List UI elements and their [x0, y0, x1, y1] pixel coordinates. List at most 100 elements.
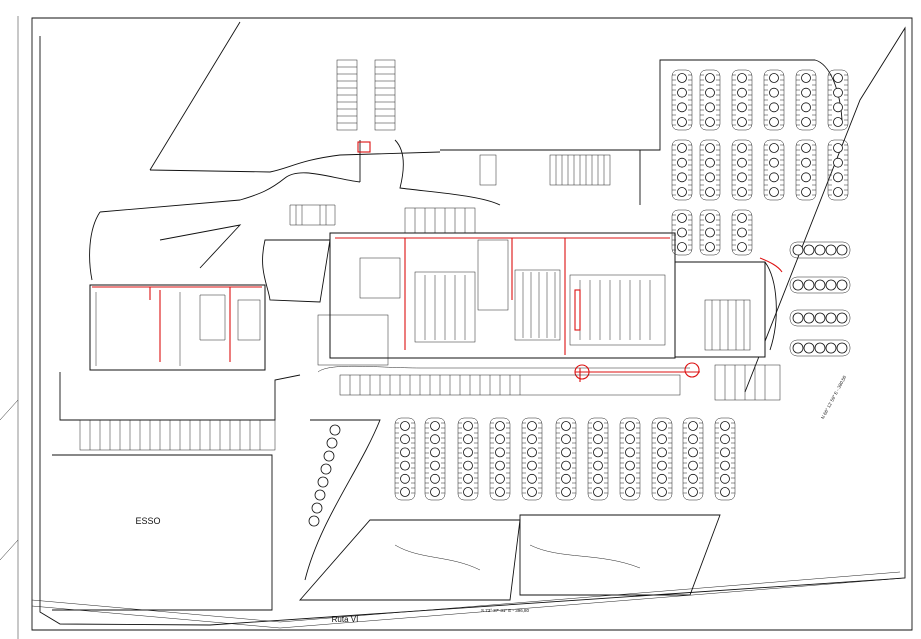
tree-symbol	[814, 342, 826, 354]
tree-symbol	[720, 434, 730, 445]
tree-symbol	[705, 242, 715, 252]
tree-symbol	[801, 172, 811, 183]
parking-row	[555, 417, 577, 501]
parking-row	[489, 417, 511, 501]
tree-symbol	[430, 487, 440, 497]
tree-symbol	[769, 157, 779, 168]
tree-symbol	[677, 213, 687, 223]
tree-symbol	[400, 473, 410, 484]
parking-row	[651, 417, 673, 501]
tree-symbol	[317, 476, 329, 488]
tree-symbol	[625, 460, 635, 471]
tree-symbol	[561, 434, 571, 445]
tree-symbol	[314, 489, 326, 501]
tree-symbol	[833, 102, 843, 113]
tree-symbol	[737, 242, 747, 252]
building-west	[59, 239, 331, 421]
parking-row	[424, 417, 446, 501]
tree-symbol	[688, 434, 698, 445]
tree-symbol	[688, 421, 698, 431]
tree-symbol	[495, 421, 505, 431]
tree-symbol	[677, 73, 687, 83]
tree-symbol	[593, 421, 603, 431]
esso-label: ESSO	[135, 516, 160, 526]
parking-row	[827, 139, 849, 201]
tree-symbol	[400, 447, 410, 458]
tree-symbol	[677, 102, 687, 113]
tree-symbol	[561, 447, 571, 458]
tree-symbol	[463, 421, 473, 431]
tree-symbol	[308, 515, 320, 527]
tree-symbol	[593, 487, 603, 497]
tree-symbol	[737, 187, 747, 197]
parking-row	[731, 209, 753, 256]
tree-symbol	[836, 342, 848, 354]
tree-symbol	[705, 73, 715, 83]
tree-symbol	[688, 473, 698, 484]
tree-symbol	[677, 157, 687, 168]
tree-symbol	[836, 244, 848, 256]
tree-symbol	[803, 342, 815, 354]
tree-symbol	[495, 447, 505, 458]
sheet-frame	[0, 16, 913, 639]
tree-symbol	[801, 143, 811, 153]
tree-symbol	[677, 87, 687, 98]
tree-symbol	[833, 73, 843, 83]
tree-symbol	[527, 434, 537, 445]
access-roads	[89, 59, 843, 281]
tree-symbol	[657, 473, 667, 484]
tree-symbol	[463, 473, 473, 484]
parking-row	[671, 139, 693, 201]
tree-symbol	[430, 421, 440, 431]
parking-rows-northeast	[671, 69, 851, 357]
tree-symbol	[833, 172, 843, 183]
tree-symbol	[561, 473, 571, 484]
esso-lot: ESSO	[52, 454, 273, 611]
tree-symbol	[801, 102, 811, 113]
tree-symbol	[833, 143, 843, 153]
tree-symbol	[737, 73, 747, 83]
bearing-south-label: S 73° 37' 31" E - 396,80	[481, 608, 530, 613]
building-east	[674, 257, 783, 401]
tree-symbol	[801, 117, 811, 127]
tree-symbol	[527, 460, 537, 471]
parking-lot-north	[336, 59, 396, 153]
tree-cluster	[789, 241, 851, 259]
tree-symbol	[593, 434, 603, 445]
tree-cluster	[789, 309, 851, 327]
tree-symbol	[792, 244, 804, 256]
tree-symbol	[430, 460, 440, 471]
parking-row	[731, 139, 753, 201]
tree-symbol	[527, 421, 537, 431]
parking-row	[619, 417, 641, 501]
road-label: Ruta VI	[332, 615, 359, 624]
tree-symbol	[825, 244, 837, 256]
tree-symbol	[561, 460, 571, 471]
tree-symbol	[463, 487, 473, 497]
tree-symbol	[769, 117, 779, 127]
tree-symbol	[688, 487, 698, 497]
tree-symbol	[625, 421, 635, 431]
tree-symbol	[677, 117, 687, 127]
tree-symbol	[769, 73, 779, 83]
parking-row	[714, 417, 736, 501]
tree-symbol	[400, 460, 410, 471]
tree-symbol	[705, 143, 715, 153]
tree-symbol	[677, 227, 687, 238]
tree-symbol	[688, 460, 698, 471]
parking-rows-south	[299, 417, 736, 601]
tree-symbol	[705, 227, 715, 238]
tree-symbol	[527, 447, 537, 458]
tree-symbol	[825, 279, 837, 291]
tree-symbol	[720, 447, 730, 458]
parking-row	[699, 209, 721, 256]
tree-symbol	[792, 279, 804, 291]
tree-symbol	[836, 312, 848, 324]
tree-row-diagonal	[308, 424, 341, 527]
tree-symbol	[814, 244, 826, 256]
tree-symbol	[495, 487, 505, 497]
parking-row	[795, 69, 817, 131]
building-main-store	[317, 232, 700, 382]
tree-symbol	[463, 460, 473, 471]
